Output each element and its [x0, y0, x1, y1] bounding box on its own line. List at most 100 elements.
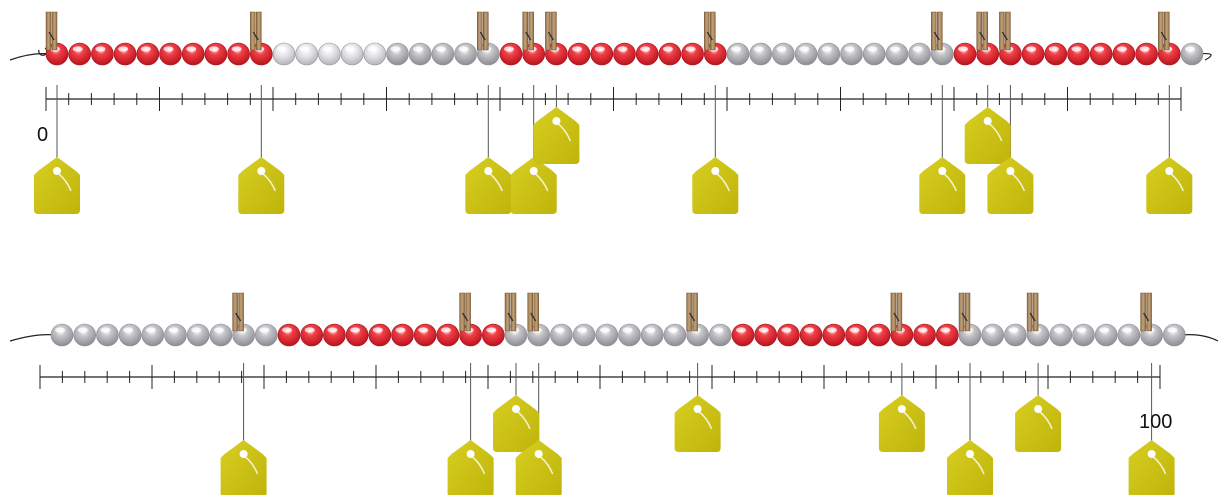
bead-highlight: [140, 46, 151, 52]
clothespin-right-leg: [51, 11, 58, 51]
bead-highlight: [985, 327, 996, 333]
clothespin-right-leg: [896, 292, 903, 332]
clothespin-right-leg: [533, 292, 539, 332]
red-bead: [277, 323, 301, 347]
red-bead: [1112, 42, 1136, 66]
price-tag-icon: [238, 157, 285, 214]
grey-bead: [1180, 42, 1204, 66]
grey-bead: [431, 42, 455, 66]
clothespin-right-leg: [238, 292, 244, 332]
red-bead: [658, 42, 682, 66]
bead-highlight: [55, 327, 65, 333]
bead-highlight: [186, 46, 197, 52]
price-tag-icon: [533, 107, 580, 164]
tag-string-loop: [262, 173, 276, 192]
clothespin-icon: [704, 11, 716, 51]
bead-highlight: [662, 46, 673, 52]
clothespin-icon: [958, 292, 971, 332]
clothespin-left-leg: [477, 11, 483, 51]
tag-string-loop: [535, 173, 549, 192]
bead-highlight: [77, 327, 88, 333]
tag-hole: [552, 117, 561, 125]
price-tag-icon: [674, 395, 721, 452]
bead-highlight: [440, 327, 451, 333]
red-bead: [436, 323, 460, 347]
clothespin-right-leg: [1005, 11, 1011, 51]
red-bead: [754, 323, 778, 347]
tag-body: [987, 157, 1034, 214]
clothespin-right-leg: [256, 11, 262, 51]
clothespin-right-leg: [528, 11, 534, 51]
bead-highlight: [849, 327, 860, 333]
bead-highlight: [304, 327, 315, 333]
clothespin-spring: [530, 312, 537, 322]
price-tags: [34, 107, 1193, 214]
grey-bead: [708, 323, 732, 347]
tag-string-loop: [489, 173, 503, 192]
red-bead: [935, 323, 959, 347]
clothespin-spring: [48, 31, 55, 41]
bead-highlight: [1026, 46, 1037, 52]
clothespin-spring: [462, 312, 469, 322]
grey-bead: [1094, 323, 1118, 347]
bead-highlight: [685, 46, 696, 52]
tag-hole: [53, 167, 61, 175]
clothespin-icon: [232, 292, 244, 332]
clothespin-right-leg: [483, 11, 489, 51]
bead-highlight: [599, 327, 610, 333]
clothespin-icon: [999, 11, 1011, 51]
bead-string: [45, 42, 1204, 66]
clothespin-spring: [525, 31, 532, 41]
grey-bead: [908, 42, 931, 66]
clothespin-right-leg: [465, 292, 471, 332]
price-tag-icon: [510, 157, 557, 214]
bead-highlight: [231, 46, 242, 52]
bead-highlight: [872, 327, 883, 333]
bead-highlight: [504, 46, 514, 52]
clothespin-icon: [459, 292, 471, 332]
tag-hole: [1006, 167, 1015, 175]
tag-string-loop: [1039, 411, 1053, 430]
price-tag-icon: [1146, 157, 1193, 214]
clothespin-left-leg: [545, 11, 551, 51]
clothespin-spring: [689, 312, 696, 322]
clothespin-right-leg: [1164, 11, 1170, 51]
tag-hole: [529, 167, 538, 175]
bead-highlight: [1008, 327, 1019, 333]
tag-hole: [466, 450, 475, 458]
clothespin-right-leg: [937, 11, 943, 51]
clothespin-left-leg: [999, 11, 1005, 51]
number-line-top: [45, 87, 1182, 111]
bead-highlight: [640, 46, 651, 52]
grey-bead: [862, 42, 886, 66]
bead-highlight: [622, 327, 633, 333]
grey-bead: [209, 323, 233, 347]
tag-hole: [711, 167, 720, 175]
grey-bead: [254, 323, 278, 347]
clothespin-left-leg: [931, 11, 937, 51]
red-bead: [204, 42, 228, 66]
price-tag-icon: [447, 440, 494, 495]
red-bead: [499, 42, 523, 66]
clothespin-spring: [1160, 31, 1167, 41]
red-bead: [845, 323, 868, 347]
tag-string-loop: [472, 456, 486, 475]
grey-bead: [454, 42, 477, 66]
clothespin-icon: [522, 11, 534, 51]
bead-highlight: [1048, 46, 1059, 52]
clothespin-left-leg: [232, 292, 238, 332]
bead-highlight: [435, 46, 446, 52]
tag-string-loop: [1153, 456, 1167, 475]
red-bead: [1044, 42, 1068, 66]
tag-string-loop: [1170, 173, 1184, 192]
bead-highlight: [486, 327, 497, 333]
clothespin-spring: [961, 312, 968, 322]
bead-highlight: [413, 46, 424, 52]
bead-highlight: [577, 327, 588, 333]
bead-highlight: [345, 46, 356, 52]
tag-body: [34, 157, 80, 214]
tag-string-loop: [716, 173, 730, 192]
clothespin-spring: [479, 31, 486, 41]
red-bead: [590, 42, 614, 66]
tag-string-loop: [1011, 173, 1026, 192]
